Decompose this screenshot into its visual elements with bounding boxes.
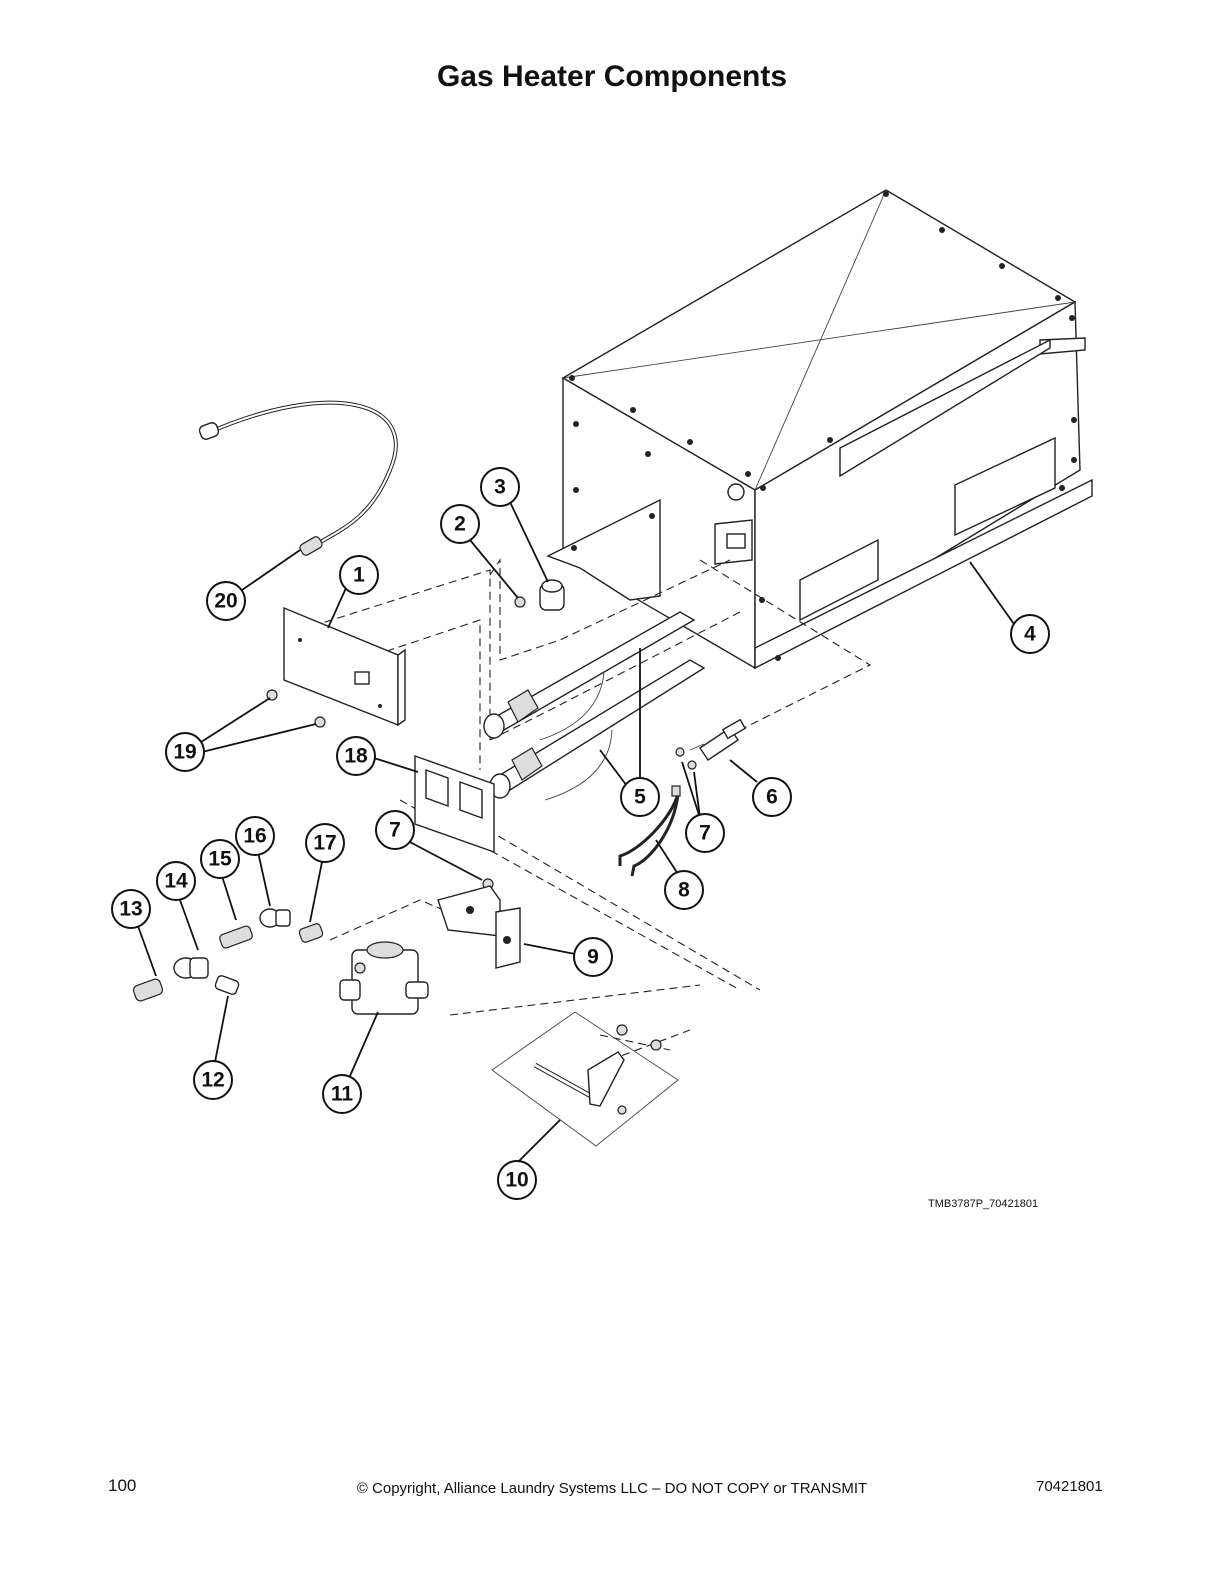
svg-text:20: 20 (214, 590, 237, 613)
callout-16: 16 (235, 816, 275, 856)
svg-text:3: 3 (494, 476, 506, 499)
drawing-id: TMB3787P_70421801 (928, 1198, 1039, 1210)
svg-text:5: 5 (634, 786, 646, 809)
callout-3: 3 (480, 467, 520, 507)
leader-lines (137, 501, 1015, 1163)
svg-text:7: 7 (389, 819, 401, 842)
callout-10: 10 (497, 1160, 537, 1200)
pipe-fittings (132, 908, 324, 1002)
svg-text:12: 12 (201, 1069, 224, 1092)
document-number: 70421801 (1036, 1478, 1103, 1495)
page-number: 100 (108, 1476, 137, 1495)
svg-text:19: 19 (173, 741, 196, 764)
svg-text:17: 17 (313, 832, 336, 855)
callout-15: 15 (200, 839, 240, 879)
valve-bracket (437, 885, 521, 969)
igniter (689, 718, 747, 761)
callout-19: 19 (165, 732, 205, 772)
svg-text:18: 18 (344, 745, 368, 768)
heater-box (546, 189, 1093, 670)
copyright-notice: © Copyright, Alliance Laundry Systems LL… (356, 1480, 868, 1497)
callout-6: 6 (752, 777, 792, 817)
svg-text:15: 15 (208, 848, 232, 871)
orifice-fitting (539, 579, 565, 611)
svg-text:1: 1 (353, 564, 365, 587)
bracket-plate (283, 606, 406, 727)
callout-9: 9 (573, 937, 613, 977)
sensor-cable (198, 400, 398, 556)
svg-text:16: 16 (243, 825, 266, 848)
callout-7-left: 7 (375, 810, 415, 850)
callout-13: 13 (111, 889, 151, 929)
assembly-lines (299, 558, 872, 1061)
callout-12: 12 (193, 1060, 233, 1100)
gasket-plate (414, 755, 495, 853)
callout-4: 4 (1010, 614, 1050, 654)
svg-text:4: 4 (1024, 623, 1036, 646)
svg-text:11: 11 (331, 1083, 354, 1106)
callout-1: 1 (339, 555, 379, 595)
callout-20: 20 (206, 581, 246, 621)
callout-2: 2 (440, 504, 480, 544)
manifold-pipe (491, 1011, 679, 1147)
callout-7-right: 7 (685, 813, 725, 853)
svg-text:7: 7 (699, 822, 711, 845)
svg-text:9: 9 (587, 946, 599, 969)
svg-text:6: 6 (766, 786, 778, 809)
svg-text:8: 8 (678, 879, 690, 902)
svg-text:10: 10 (505, 1169, 528, 1192)
gas-valve (339, 941, 429, 1015)
callout-17: 17 (305, 823, 345, 863)
callout-11: 11 (322, 1074, 362, 1114)
svg-text:13: 13 (119, 898, 142, 921)
svg-text:14: 14 (164, 870, 188, 893)
callout-14: 14 (156, 861, 196, 901)
callout-5: 5 (620, 777, 660, 817)
wire-harness (618, 785, 681, 877)
callout-18: 18 (336, 736, 376, 776)
callout-8: 8 (664, 870, 704, 910)
page-title: Gas Heater Components (436, 60, 788, 93)
burner-tubes (483, 611, 706, 801)
svg-text:2: 2 (454, 513, 466, 536)
